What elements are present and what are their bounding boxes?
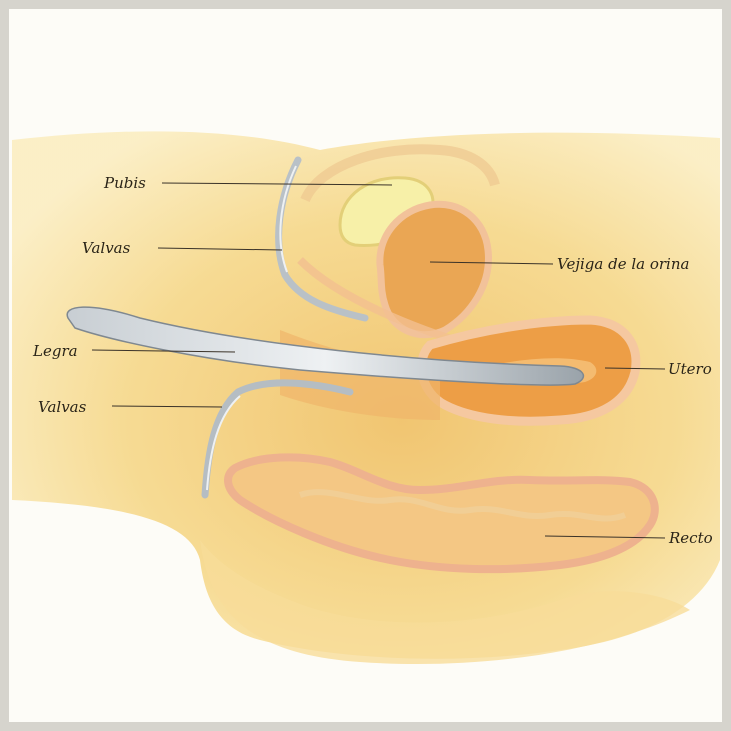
label-vejiga: Vejiga de la orina <box>557 255 689 273</box>
label-recto: Recto <box>668 529 713 547</box>
label-legra: Legra <box>32 342 78 360</box>
label-pubis: Pubis <box>103 174 146 192</box>
label-utero: Utero <box>668 360 712 378</box>
label-valvas-lower: Valvas <box>38 398 87 416</box>
label-valvas-upper: Valvas <box>82 239 131 257</box>
